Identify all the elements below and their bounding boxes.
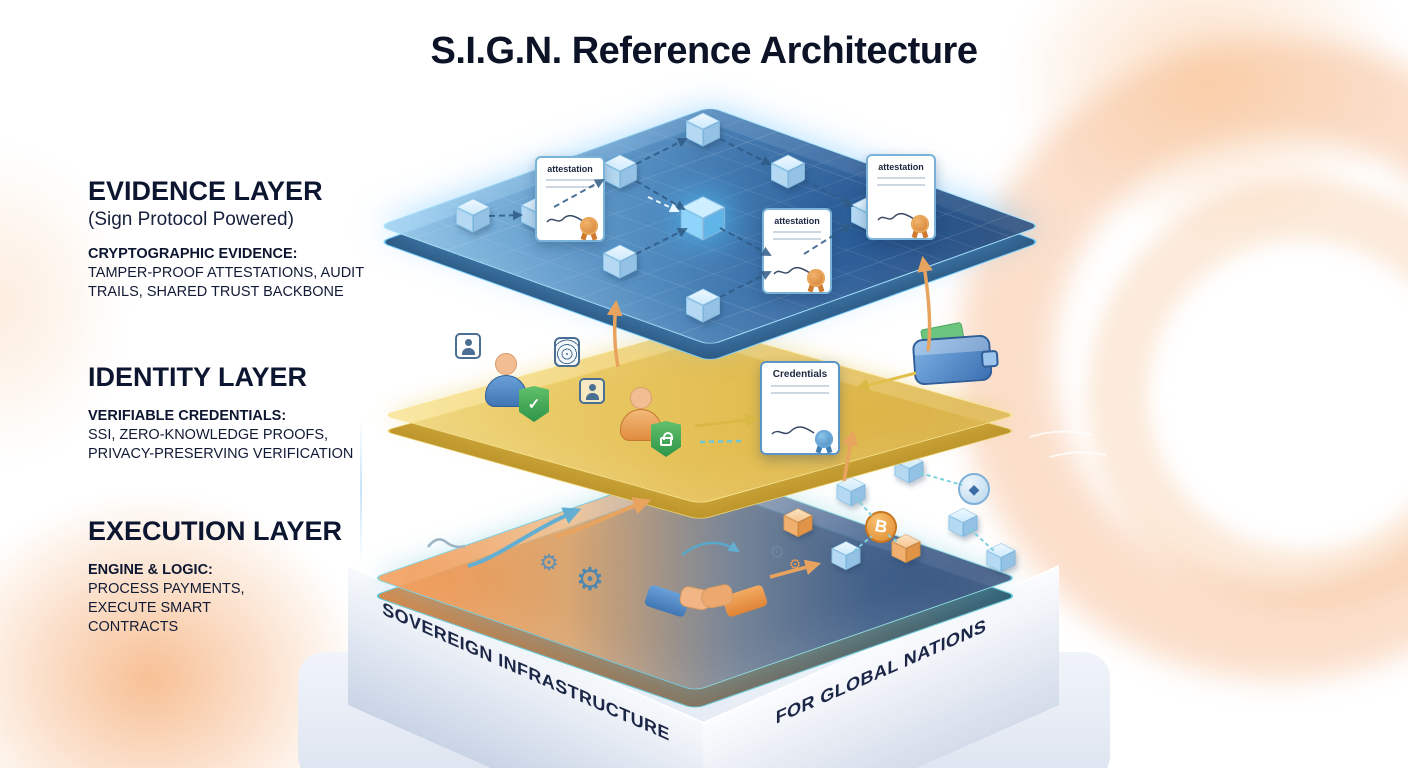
attestation-cube-icon (602, 242, 638, 282)
blockchain-cube-icon (831, 539, 862, 573)
person-head (495, 353, 517, 375)
person-head (630, 387, 652, 409)
attestation-document: attestation (535, 156, 605, 242)
circuit-line-decoration (360, 418, 362, 563)
document-text-line (546, 179, 594, 181)
document-text-line (771, 385, 829, 387)
wallet-clasp (980, 349, 999, 368)
gear-icon: ⚙ (768, 542, 786, 562)
execution-layer-label-block: EXECUTION LAYER ENGINE & LOGIC: PROCESS … (88, 516, 408, 637)
execution-feature-heading: ENGINE & LOGIC: (88, 562, 213, 578)
attestation-label: attestation (878, 162, 924, 172)
wallet-icon (911, 321, 999, 387)
attestation-cube-icon (685, 286, 721, 326)
document-text-line (773, 231, 821, 233)
evidence-feature-heading: CRYPTOGRAPHIC EVIDENCE: (88, 246, 298, 262)
gear-icon: ⚙ (575, 561, 605, 597)
document-text-line (773, 238, 821, 240)
signature-squiggle (877, 212, 915, 221)
attestation-cube-icon (770, 152, 806, 192)
identity-feature-text: SSI, ZERO-KNOWLEDGE PROOFS, PRIVACY-PRES… (88, 427, 354, 463)
document-text-line (546, 186, 594, 188)
seal-ribbon-icon (580, 217, 598, 235)
handshake-icon (643, 556, 769, 628)
seal-ribbon-icon (815, 430, 833, 448)
execution-feature-text: PROCESS PAYMENTS, EXECUTE SMART CONTRACT… (88, 581, 245, 636)
attestation-cube-icon (685, 110, 721, 150)
seal-ribbon-icon (807, 269, 825, 287)
ethereum-icon: ◆ (958, 473, 990, 505)
attestation-cube-icon (602, 152, 638, 192)
face-scan-icon (455, 333, 481, 359)
blockchain-cube-icon (891, 532, 922, 566)
signature-squiggle (773, 266, 811, 275)
blockchain-cube-icon (986, 541, 1017, 575)
fingerprint-icon (554, 337, 580, 367)
identity-layer-name: IDENTITY LAYER (88, 362, 308, 392)
user-identity-icon (485, 353, 527, 407)
credentials-document: Credentials (760, 361, 840, 455)
signature-squiggle (771, 426, 815, 435)
identity-layer-label-block: IDENTITY LAYER VERIFIABLE CREDENTIALS: S… (88, 362, 408, 464)
credentials-label: Credentials (772, 369, 828, 380)
blockchain-cube-icon (783, 506, 814, 540)
blockchain-cube-icon (948, 506, 979, 540)
document-text-line (771, 392, 829, 394)
check-icon: ✓ (527, 396, 541, 413)
shield-check-icon: ✓ (519, 386, 549, 422)
document-text-line (877, 177, 925, 179)
identity-feature-heading: VERIFIABLE CREDENTIALS: (88, 408, 287, 424)
page-title: S.I.G.N. Reference Architecture (430, 30, 978, 72)
face-scan-icon (579, 378, 605, 404)
attestation-document: attestation (762, 208, 832, 294)
seal-ribbon-icon (911, 215, 929, 233)
attestation-label: attestation (774, 216, 820, 226)
evidence-layer-label-block: EVIDENCE LAYER (Sign Protocol Powered) C… (88, 176, 408, 302)
evidence-feature-text: TAMPER-PROOF ATTESTATIONS, AUDIT TRAILS,… (88, 265, 364, 301)
glowing-cube-icon (680, 193, 727, 245)
evidence-layer-subtitle: (Sign Protocol Powered) (88, 209, 294, 230)
lock-icon (660, 432, 673, 446)
attestation-label: attestation (547, 164, 593, 174)
execution-layer-name: EXECUTION LAYER (88, 516, 343, 546)
attestation-cube-icon (455, 196, 491, 236)
signature-squiggle (546, 214, 584, 223)
document-text-line (877, 184, 925, 186)
attestation-document: attestation (866, 154, 936, 240)
gear-icon: ⚙ (539, 550, 559, 575)
evidence-layer-name: EVIDENCE LAYER (88, 176, 323, 206)
gear-icon: ⚙ (788, 556, 802, 572)
